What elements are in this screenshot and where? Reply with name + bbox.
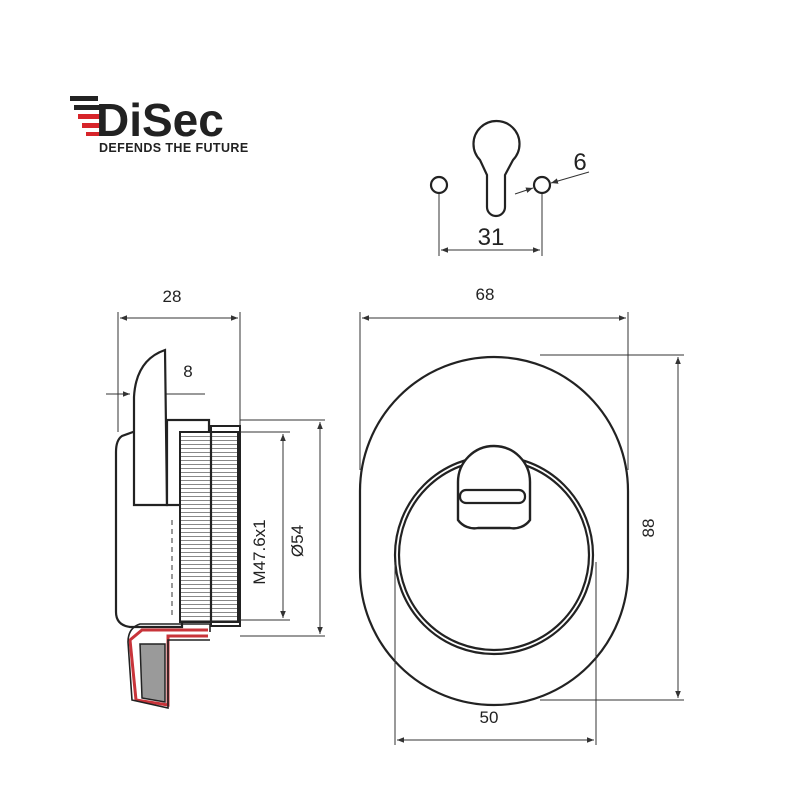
keyhole-outline [472,119,521,218]
hole-arrow-left [514,187,534,195]
left-screw-hole [429,175,449,195]
knob-slot-icon [458,488,527,505]
brand-logo: DiSec DEFENDS THE FUTURE [70,94,249,155]
right-screw-hole [532,175,552,195]
turn-knob [456,444,532,530]
keyhole-view: 31 6 [429,119,590,256]
diameter-label: Ø54 [288,525,307,557]
outer-shield-outline [358,355,630,707]
logo-name-part1: Di [96,94,142,146]
depth-label: 28 [163,287,182,306]
tab-label: 8 [183,362,192,381]
logo-wordmark: DiSec [96,94,224,146]
base-plate [139,643,166,703]
height-label: 88 [639,519,658,538]
front-view: 68 88 50 [358,285,684,745]
hole-label: 6 [573,149,586,176]
hole-arrow-right [550,171,590,184]
logo-name-part2: Sec [142,94,224,146]
spacing-label: 31 [478,224,505,251]
width-label: 68 [476,285,495,304]
thread-flange [210,425,241,627]
side-view: 28 8 M47.6x1 Ø54 [106,287,325,709]
thread-label: M47.6x1 [250,519,269,584]
thread-section [179,431,239,623]
seal-strip [128,628,208,707]
side-knob [132,348,169,507]
base-plate-outline [127,623,211,709]
logo-stripes-icon [70,96,102,136]
logo-tagline: DEFENDS THE FUTURE [99,141,249,155]
inner-label: 50 [480,708,499,727]
side-body-outline [114,430,184,629]
